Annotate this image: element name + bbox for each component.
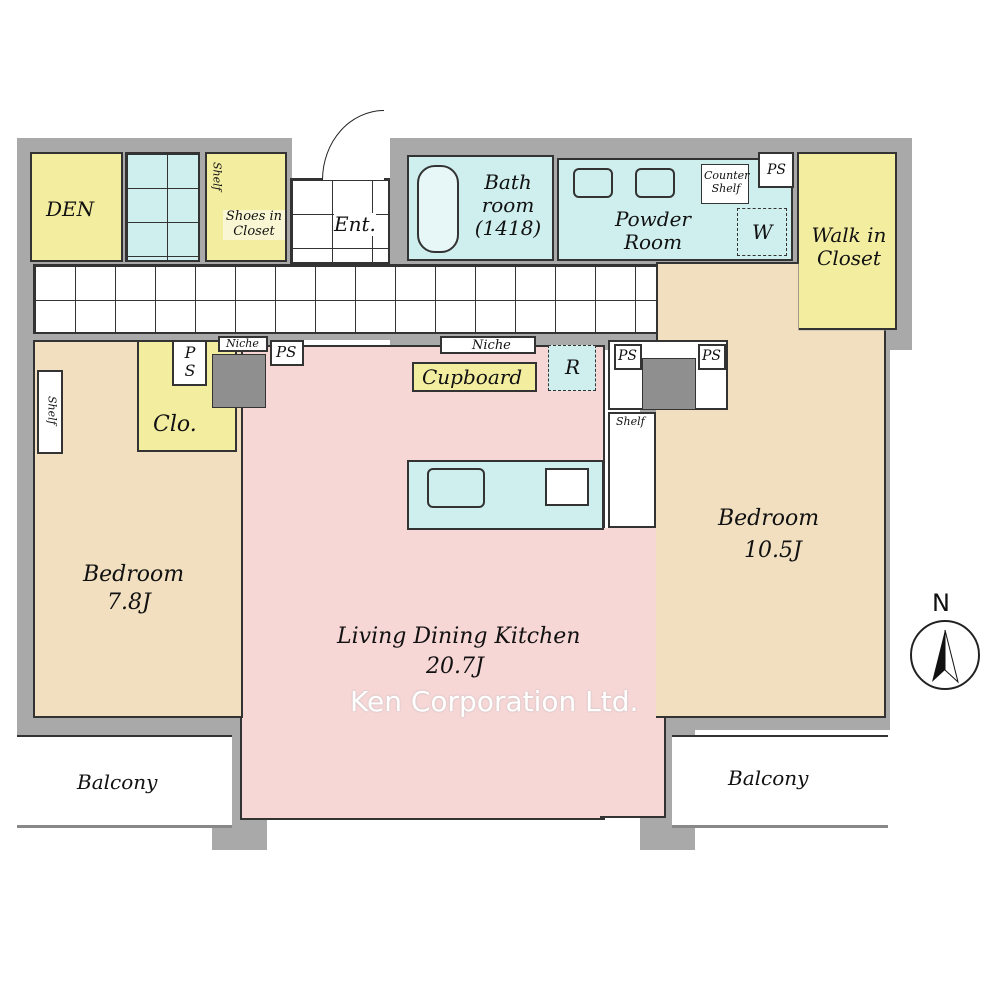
entrance-label: Ent. bbox=[334, 212, 376, 236]
ps-box: PS bbox=[758, 152, 794, 188]
ps-box: P S bbox=[172, 340, 207, 386]
bedroom-right-fill bbox=[656, 410, 726, 716]
ps-box: PS bbox=[270, 340, 304, 366]
shelf-label: Shelf bbox=[210, 162, 224, 191]
cupboard: Cupboard bbox=[412, 362, 537, 392]
shoes-closet-label: Shoes in Closet bbox=[223, 209, 285, 240]
ldk-label: Living Dining Kitchen bbox=[337, 624, 581, 649]
ps-box: PS bbox=[614, 344, 642, 370]
powder-room-label: Powder Room bbox=[614, 207, 691, 254]
niche: Niche bbox=[218, 336, 268, 352]
pipe-shaft bbox=[212, 354, 266, 408]
niche: Niche bbox=[440, 336, 536, 354]
walk-in-closet-label: Walk in Closet bbox=[811, 223, 887, 270]
refrigerator-space: R bbox=[548, 345, 596, 391]
ps-label: PS bbox=[767, 162, 787, 178]
ps-label: PS bbox=[618, 348, 638, 364]
sink-icon bbox=[573, 168, 613, 198]
bathroom-label: Bath room (1418) bbox=[474, 170, 542, 240]
utility-area: PS PS bbox=[608, 340, 728, 410]
balcony-right: Balcony bbox=[672, 735, 888, 828]
watermark: Ken Corporation Ltd. bbox=[350, 685, 639, 718]
balcony-label: Balcony bbox=[728, 766, 809, 790]
entrance-door[interactable] bbox=[322, 110, 384, 180]
powder-room: Counter Shelf Powder Room W bbox=[557, 158, 793, 261]
counter-shelf-label: Counter Shelf bbox=[704, 169, 750, 195]
north-arrow-icon bbox=[932, 629, 959, 684]
hallway bbox=[33, 264, 658, 334]
bedroom-right-size: 10.5J bbox=[744, 538, 802, 563]
ps-label: PS bbox=[702, 348, 722, 364]
bathroom: Bath room (1418) bbox=[407, 155, 554, 261]
ldk-size: 20.7J bbox=[426, 654, 484, 679]
cupboard-label: Cupboard bbox=[422, 365, 523, 389]
shower-room bbox=[125, 152, 200, 262]
counter-shelf: Counter Shelf bbox=[701, 164, 749, 204]
closet-label: Clo. bbox=[153, 412, 197, 437]
balcony-left: Balcony bbox=[17, 735, 232, 828]
stove-icon bbox=[545, 468, 589, 506]
washer-space: W bbox=[737, 208, 787, 256]
entrance: Ent. bbox=[290, 178, 390, 264]
kitchen-counter bbox=[407, 460, 604, 530]
ldk bbox=[240, 345, 605, 820]
pipe-shaft bbox=[642, 358, 696, 410]
bedroom-left-label: Bedroom bbox=[83, 562, 185, 587]
wall bbox=[240, 330, 670, 340]
bedroom-left-size: 7.8J bbox=[107, 590, 151, 615]
washer-label: W bbox=[752, 220, 773, 244]
shoes-closet: Shelf Shoes in Closet bbox=[205, 152, 287, 262]
sink-icon bbox=[635, 168, 675, 198]
walk-in-closet: Walk in Closet bbox=[797, 152, 897, 330]
shelf-label: Shelf bbox=[45, 396, 59, 425]
compass-north-label: N bbox=[932, 589, 950, 617]
balcony-label: Balcony bbox=[77, 770, 158, 794]
den-room: DEN bbox=[30, 152, 123, 262]
shelf: Shelf bbox=[608, 412, 656, 528]
shelf-label: Shelf bbox=[616, 415, 645, 428]
ps-label: PS bbox=[276, 343, 297, 361]
shelf: Shelf bbox=[37, 370, 63, 454]
fridge-label: R bbox=[565, 355, 581, 379]
bedroom-right-label: Bedroom bbox=[718, 506, 820, 531]
compass bbox=[910, 620, 980, 690]
niche-label: Niche bbox=[472, 338, 511, 353]
den-label: DEN bbox=[46, 197, 95, 221]
niche-label: Niche bbox=[226, 337, 259, 350]
ps-box: PS bbox=[698, 344, 726, 370]
ps-label: P S bbox=[184, 343, 196, 381]
bathtub-icon bbox=[417, 165, 459, 253]
kitchen-sink-icon bbox=[427, 468, 485, 508]
